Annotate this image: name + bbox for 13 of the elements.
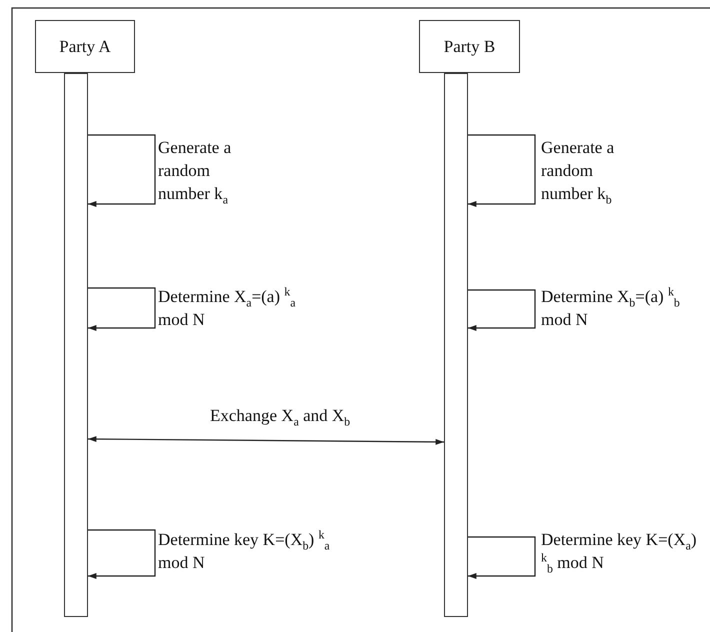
self-message-arrow <box>88 529 156 579</box>
self-message-arrow <box>468 134 536 207</box>
participant-box: Party B <box>419 20 520 73</box>
message-arrow <box>88 436 444 445</box>
message-label: Generate a random number k$_{a}$ <box>158 137 232 205</box>
lifeline-bar <box>444 73 468 617</box>
self-message-arrow <box>88 134 156 207</box>
participant-box: Party A <box>35 20 135 73</box>
self-message-arrow <box>468 536 536 579</box>
self-message-arrow <box>468 289 536 331</box>
lifeline-bar <box>64 73 88 617</box>
self-message-arrow <box>88 287 156 331</box>
message-label: Generate a random number k$_{b}$ <box>541 137 616 205</box>
